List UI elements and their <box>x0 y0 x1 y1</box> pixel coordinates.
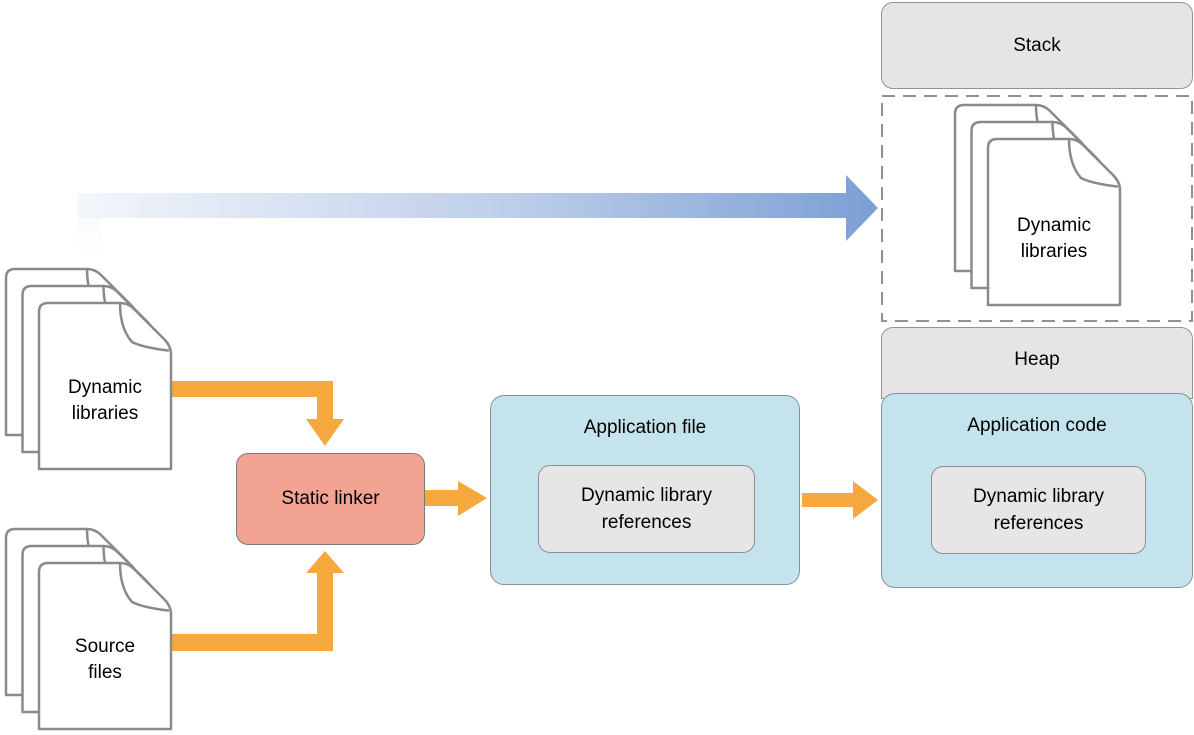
app-file-dynamic-library-references-box: Dynamic library references <box>538 465 755 553</box>
stack-label: Stack <box>1013 34 1061 56</box>
application-code-box: Application code Dynamic library referen… <box>881 393 1193 588</box>
heap-region: Heap <box>881 327 1193 399</box>
application-file-box: Application file Dynamic library referen… <box>490 395 800 585</box>
references-line1: Dynamic library <box>973 486 1104 507</box>
heap-label: Heap <box>1014 349 1060 370</box>
arrow-source-files-to-linker <box>172 551 344 651</box>
static-linker-box: Static linker <box>236 453 425 545</box>
application-code-title: Application code <box>967 415 1107 436</box>
arrow-dynamic-libs-to-linker <box>172 381 344 446</box>
load-arrow-libraries-to-memory <box>78 175 878 241</box>
references-line2: references <box>601 512 692 533</box>
loaded-libraries-dashed-border <box>881 95 1193 322</box>
document-stack-icon <box>4 267 173 471</box>
document-stack-icon <box>953 103 1122 307</box>
arrow-app-file-to-app-code <box>802 481 878 519</box>
app-code-dynamic-library-references-box: Dynamic library references <box>931 466 1146 554</box>
references-line2: references <box>993 513 1084 534</box>
arrow-linker-to-app-file <box>425 481 487 516</box>
references-line1: Dynamic library <box>581 485 712 506</box>
static-linker-label: Static linker <box>281 488 380 509</box>
stack-region: Stack <box>881 2 1193 89</box>
document-stack-icon <box>4 527 173 731</box>
application-file-title: Application file <box>583 417 707 438</box>
